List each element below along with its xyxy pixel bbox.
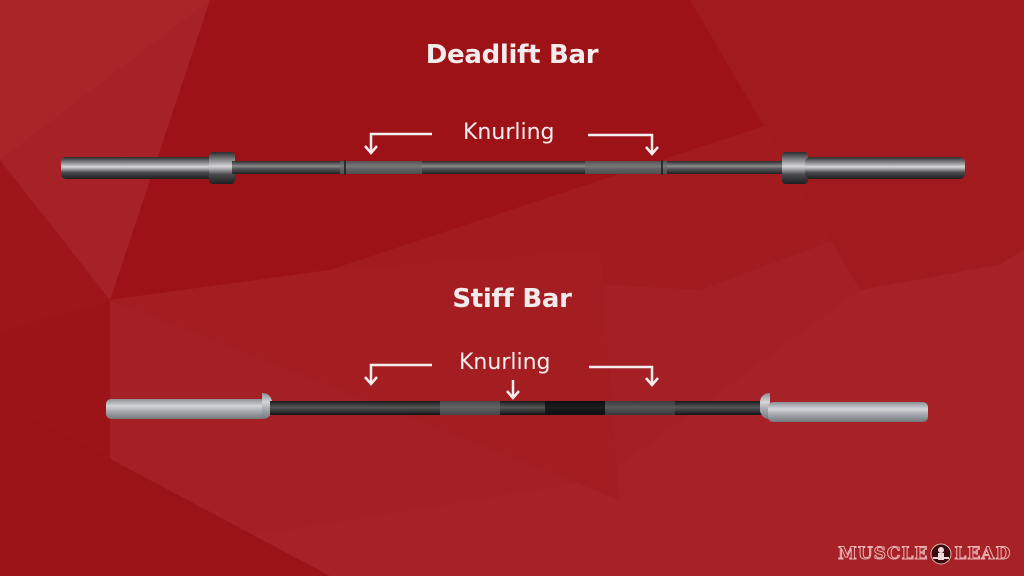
stiff-left-arrow-icon — [364, 363, 432, 386]
deadlift-left-arrow-icon — [364, 132, 432, 155]
stiff-center-arrow-icon — [506, 380, 520, 400]
weightlifter-icon — [930, 543, 952, 565]
stiff-bar-title: Stiff Bar — [452, 284, 572, 314]
stiff-right-arrow-icon — [589, 365, 659, 387]
deadlift-bar-image — [61, 152, 965, 184]
deadlift-right-arrow-icon — [588, 133, 659, 156]
logo-text-right: LEAD — [954, 544, 1012, 565]
logo-text-left: MUSCLE — [837, 544, 929, 565]
deadlift-knurling-label: Knurling — [463, 120, 555, 145]
muscle-lead-logo: MUSCLE LEAD — [837, 541, 1012, 567]
stiff-knurling-label: Knurling — [459, 350, 551, 375]
deadlift-bar-title: Deadlift Bar — [425, 40, 599, 70]
stiff-bar-image — [106, 393, 928, 422]
